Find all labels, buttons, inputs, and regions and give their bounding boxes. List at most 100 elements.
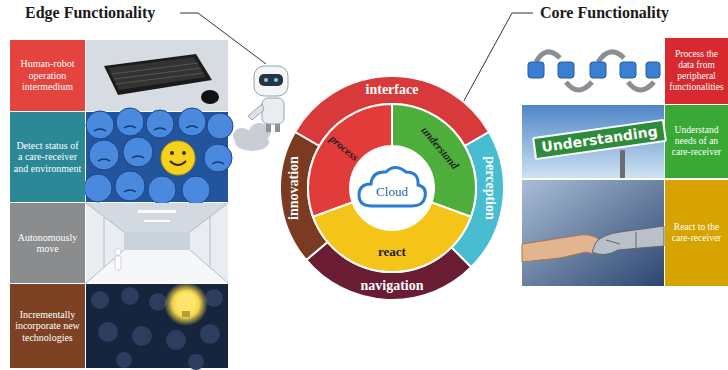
- robot-figure: [233, 66, 288, 151]
- process-image: [528, 62, 544, 78]
- bulbs-image: [176, 292, 196, 312]
- keyboard-image: [112, 63, 198, 74]
- ring-label-holder: interface: [366, 83, 419, 97]
- function-cell: Autonomously move: [10, 203, 85, 283]
- cloud-shape: [359, 168, 425, 207]
- faces-image: [98, 159, 110, 161]
- corridor-image: [144, 220, 170, 222]
- handshake-image: [522, 180, 664, 286]
- function-cell: Autonomously move: [13, 232, 82, 255]
- ring-label-holder: perception: [483, 156, 497, 220]
- faces-image: [204, 144, 232, 172]
- cloud-label: Cloud: [376, 184, 408, 199]
- keyboard-image: [116, 73, 203, 84]
- cell-text: Autonomously move: [13, 232, 82, 255]
- keyboard-image: [108, 57, 206, 90]
- cell-text: Understand needs of an care-receiver: [668, 125, 725, 158]
- robot-figure: [264, 78, 268, 82]
- function-cell: Human-robot operation intermedium: [10, 40, 85, 111]
- function-cell: React to the care-receiver: [665, 180, 728, 286]
- faces-image: [86, 111, 114, 139]
- ring-label: react: [378, 244, 406, 259]
- cloud-shape: Cloud: [354, 160, 430, 216]
- faces-image: [84, 108, 233, 204]
- corridor-image: [115, 249, 121, 256]
- function-cell: React to the care-receiver: [668, 222, 725, 244]
- faces-image: [124, 190, 136, 192]
- corridor-image: [86, 203, 124, 232]
- faces-image: [170, 161, 186, 165]
- corridor-image: [210, 217, 211, 267]
- bulbs-image: [132, 326, 152, 346]
- cell-text: Human-robot operation intermedium: [13, 58, 82, 93]
- ring-label: innovation: [286, 156, 301, 220]
- bulbs-image: [86, 282, 228, 370]
- handshake-image: [592, 226, 664, 255]
- bulbs-image: [188, 354, 204, 370]
- faces-image: [182, 151, 186, 155]
- faces-image: [115, 171, 145, 201]
- faces-image: [186, 126, 198, 128]
- robot-figure: [248, 104, 264, 120]
- sign-image: [620, 150, 625, 178]
- ring-shape: [313, 202, 471, 272]
- keyboard-image: [86, 40, 228, 111]
- corridor-image: [86, 250, 228, 283]
- faces-image: [94, 126, 224, 192]
- robot-figure: [274, 78, 278, 82]
- cell-text: Incrementally incorporate new technologi…: [13, 309, 82, 344]
- corridor-image: [86, 203, 228, 283]
- process-image: [590, 62, 606, 78]
- bulbs-image: [182, 311, 190, 317]
- corridor-image: [138, 210, 176, 222]
- bulbs-image: [164, 282, 208, 326]
- corridor-image: [115, 256, 121, 270]
- label-holder: Understanding: [532, 119, 667, 160]
- faces-image: [146, 110, 174, 138]
- function-cell: Incrementally incorporate new technologi…: [10, 284, 85, 368]
- section-heading: Edge Functionality: [25, 3, 155, 22]
- corridor-image: [190, 250, 228, 283]
- cell-text: Process the data from peripheral functio…: [668, 49, 725, 93]
- corridor-image: [124, 232, 190, 250]
- corridor-image: [190, 203, 228, 232]
- cloud-label-holder: Cloud: [376, 185, 408, 198]
- bulbs-image: [200, 324, 220, 344]
- cell-text: React to the care-receiver: [668, 222, 725, 244]
- faces-image: [84, 108, 233, 204]
- keyboard-image: [201, 90, 219, 104]
- process-image: [522, 38, 664, 104]
- ring-label-holder: innovation: [287, 156, 301, 220]
- process-image: [566, 82, 592, 90]
- faces-image: [170, 151, 174, 155]
- faces-image: [84, 174, 112, 202]
- faces-image: [123, 137, 153, 167]
- section-heading: Core Functionality: [540, 3, 669, 22]
- ring-label: navigation: [360, 278, 423, 293]
- ring-label-holder: react: [378, 245, 406, 258]
- faces-image: [132, 156, 144, 158]
- process-image: [646, 62, 660, 78]
- process-image: [558, 62, 574, 78]
- function-cell: Incrementally incorporate new technologi…: [13, 309, 82, 344]
- function-cell: Detect status of a care-receiver and env…: [13, 140, 82, 175]
- robot-figure: [259, 74, 283, 86]
- label-holder: Edge Functionality: [25, 3, 155, 22]
- faces-image: [178, 108, 206, 136]
- corridor-image: [86, 203, 228, 232]
- bulbs-image: [116, 352, 132, 368]
- ring-shape: [313, 202, 471, 272]
- faces-image: [94, 129, 106, 131]
- function-cell: Process the data from peripheral functio…: [665, 38, 728, 104]
- process-image: [536, 52, 654, 90]
- cell-text: Detect status of a care-receiver and env…: [13, 140, 82, 175]
- process-image: [620, 62, 636, 78]
- inner-ring-segment: react: [313, 202, 471, 272]
- process-image: [528, 62, 660, 78]
- robot-figure: [254, 66, 288, 96]
- robot-figure: [266, 124, 271, 132]
- faces-image: [207, 113, 233, 139]
- ring-label: interface: [366, 82, 419, 97]
- faces-image: [182, 176, 210, 204]
